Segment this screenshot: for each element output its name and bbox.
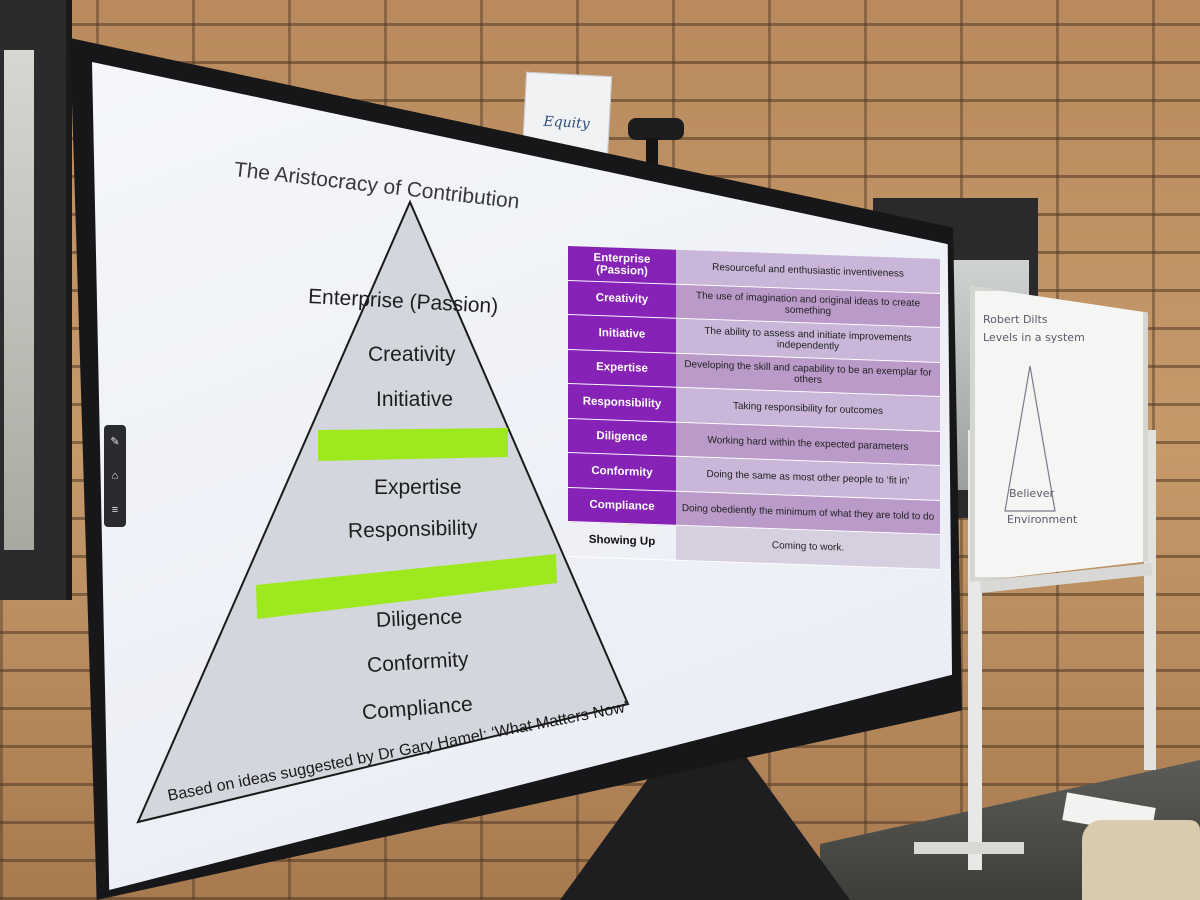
- pyramid-level-label: Diligence: [375, 605, 463, 632]
- pyramid-level-label: Responsibility: [347, 516, 478, 543]
- pyramid-level-label: Creativity: [368, 343, 456, 366]
- whiteboard-line: Believer: [1009, 487, 1054, 500]
- whiteboard-line: Levels in a system: [983, 331, 1085, 344]
- left-window: [0, 0, 72, 600]
- table-level-cell: Expertise: [568, 349, 676, 388]
- table-level-cell: Initiative: [568, 315, 676, 354]
- upper-divider-bar: [318, 428, 508, 461]
- table-level-cell: Responsibility: [568, 384, 676, 423]
- window-glass: [4, 50, 34, 550]
- home-icon[interactable]: ⌂: [111, 470, 119, 482]
- pen-icon[interactable]: ✎: [110, 436, 120, 448]
- pyramid-level-label: Initiative: [376, 388, 454, 411]
- table-level-cell: Enterprise (Passion): [568, 246, 676, 285]
- table-level-cell: Compliance: [568, 487, 676, 526]
- lower-divider-bar: [256, 554, 557, 619]
- screen-side-toolbar: ✎ ⌂ ≡: [104, 425, 126, 527]
- webcam-mount: [646, 138, 658, 168]
- table-level-cell: Conformity: [568, 453, 676, 492]
- whiteboard-line: Environment: [1007, 513, 1078, 526]
- whiteboard-base: [914, 842, 1024, 854]
- table-level-cell: Creativity: [568, 280, 676, 319]
- menu-icon[interactable]: ≡: [111, 504, 119, 516]
- pyramid-level-label: Expertise: [374, 476, 462, 499]
- whiteboard-line: Robert Dilts: [983, 313, 1048, 326]
- table-level-cell: Diligence: [568, 418, 676, 457]
- contribution-table: Enterprise (Passion) Resourceful and ent…: [568, 246, 940, 570]
- table-level-cell: Showing Up: [568, 522, 676, 561]
- webcam: [628, 118, 684, 140]
- pyramid-triangle: [136, 199, 630, 824]
- tote-bag: [1082, 820, 1200, 900]
- whiteboard-sketch-pyramid: [1004, 365, 1056, 512]
